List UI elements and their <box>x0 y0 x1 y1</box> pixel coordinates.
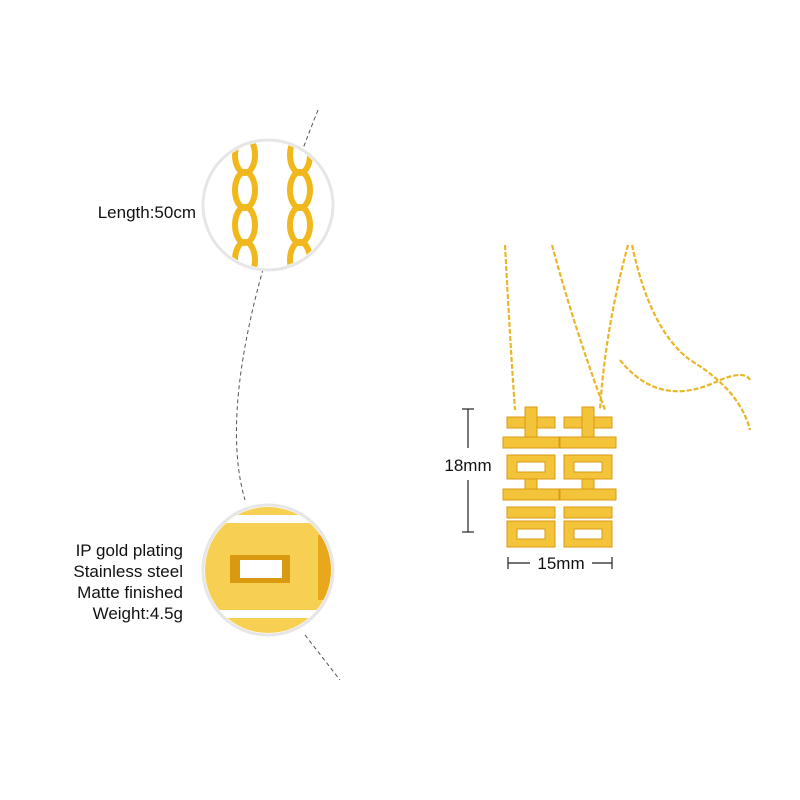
double-happiness-pendant <box>502 406 617 548</box>
height-label: 18mm <box>444 456 492 475</box>
spec-material: Stainless steel <box>73 562 183 581</box>
specs-list: IP gold plating Stainless steel Matte fi… <box>20 540 183 624</box>
height-dimension-line <box>462 408 474 533</box>
dashed-connector <box>235 109 319 501</box>
spec-plating: IP gold plating <box>75 541 183 560</box>
length-label: Length:50cm <box>97 203 196 222</box>
width-dimension-line <box>507 557 613 569</box>
necklace-chain <box>503 244 752 431</box>
matte-detail-circle <box>201 503 335 637</box>
dashed-connector-lower <box>304 634 341 681</box>
spec-weight: Weight:4.5g <box>92 604 183 623</box>
width-label: 15mm <box>537 554 585 573</box>
spec-finish: Matte finished <box>77 583 183 602</box>
chain-detail-circle <box>201 138 335 272</box>
